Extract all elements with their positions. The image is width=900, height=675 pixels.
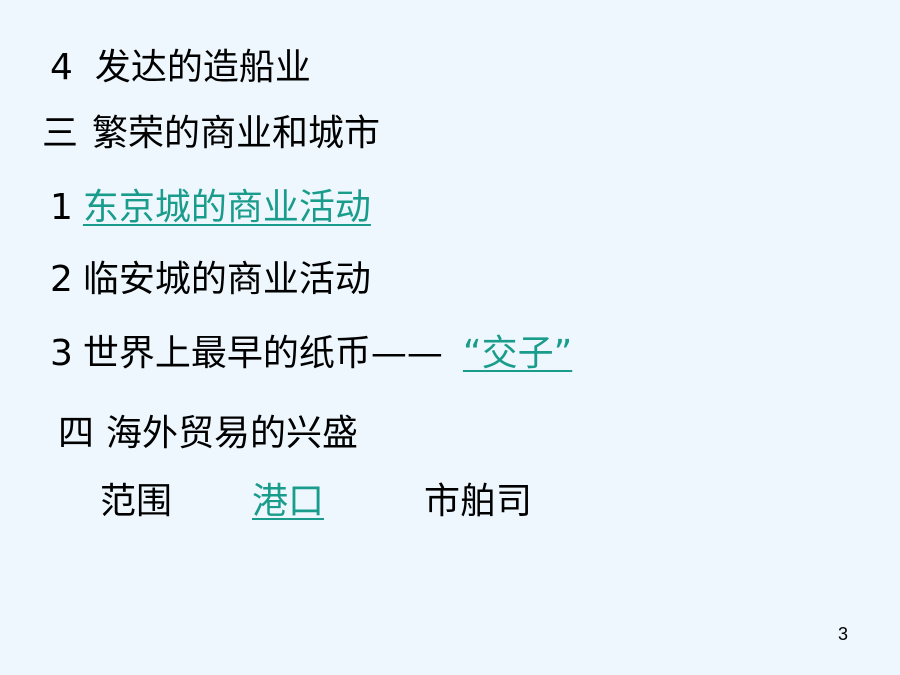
item-text: 发达的造船业 bbox=[94, 47, 311, 88]
dongjing-commerce-link[interactable]: 东京城的商业活动 bbox=[82, 187, 371, 228]
ports-link[interactable]: 港口 bbox=[252, 481, 325, 522]
section-title: 海外贸易的兴盛 bbox=[106, 413, 359, 454]
item-text: 世界上最早的纸币—— bbox=[82, 333, 443, 374]
item-number: 3 bbox=[50, 333, 73, 374]
section-heading-commerce: 三繁荣的商业和城市 bbox=[42, 112, 380, 156]
topic-scope: 范围 bbox=[100, 481, 173, 522]
section-number: 四 bbox=[58, 413, 95, 454]
section-title: 繁荣的商业和城市 bbox=[92, 113, 381, 154]
section-number: 三 bbox=[42, 113, 79, 154]
item-number: 1 bbox=[50, 187, 73, 228]
item-number: 2 bbox=[50, 259, 73, 300]
jiaozi-link[interactable]: “交子” bbox=[462, 333, 573, 374]
page-number: 3 bbox=[837, 624, 848, 644]
foreign-trade-topics: 范围 港口 市舶司 bbox=[100, 480, 532, 524]
item-number: 4 bbox=[50, 47, 73, 88]
section-heading-foreign-trade: 四海外贸易的兴盛 bbox=[58, 412, 358, 456]
heading-shipbuilding: 4 发达的造船业 bbox=[50, 46, 311, 90]
item-text: 临安城的商业活动 bbox=[82, 259, 371, 300]
topic-shipping-office: 市舶司 bbox=[424, 481, 533, 522]
